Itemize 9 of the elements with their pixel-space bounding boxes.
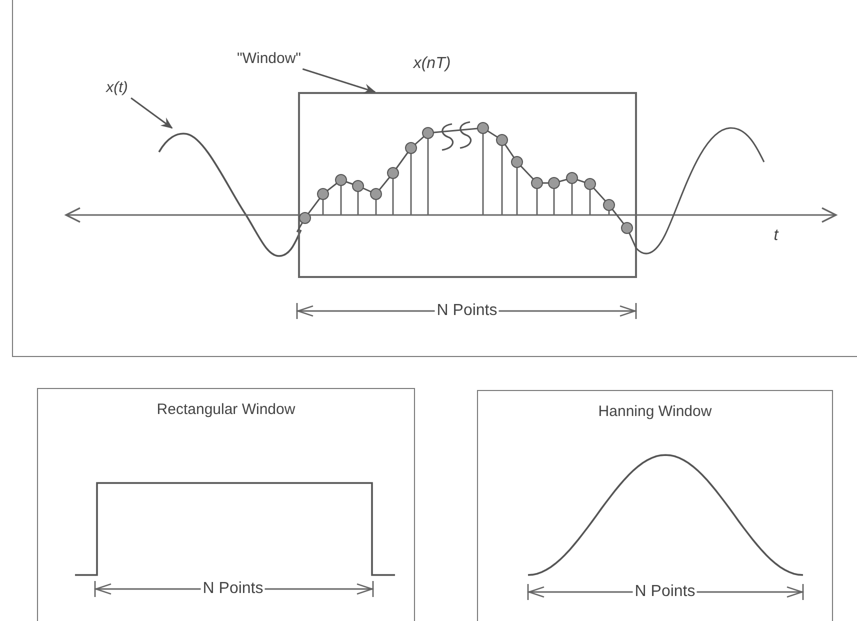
signal-label: x(nT) (412, 55, 452, 73)
panel-title: Rectangular Window (156, 401, 296, 419)
signal-label: t (772, 227, 780, 245)
signal-label: x(t) (96, 76, 138, 98)
signal-label: "Window" (221, 47, 317, 69)
window-frame (298, 92, 637, 278)
panel-title: Hanning Window (598, 403, 712, 421)
leader-arrow (302, 68, 376, 94)
leader-arrow (130, 97, 173, 129)
